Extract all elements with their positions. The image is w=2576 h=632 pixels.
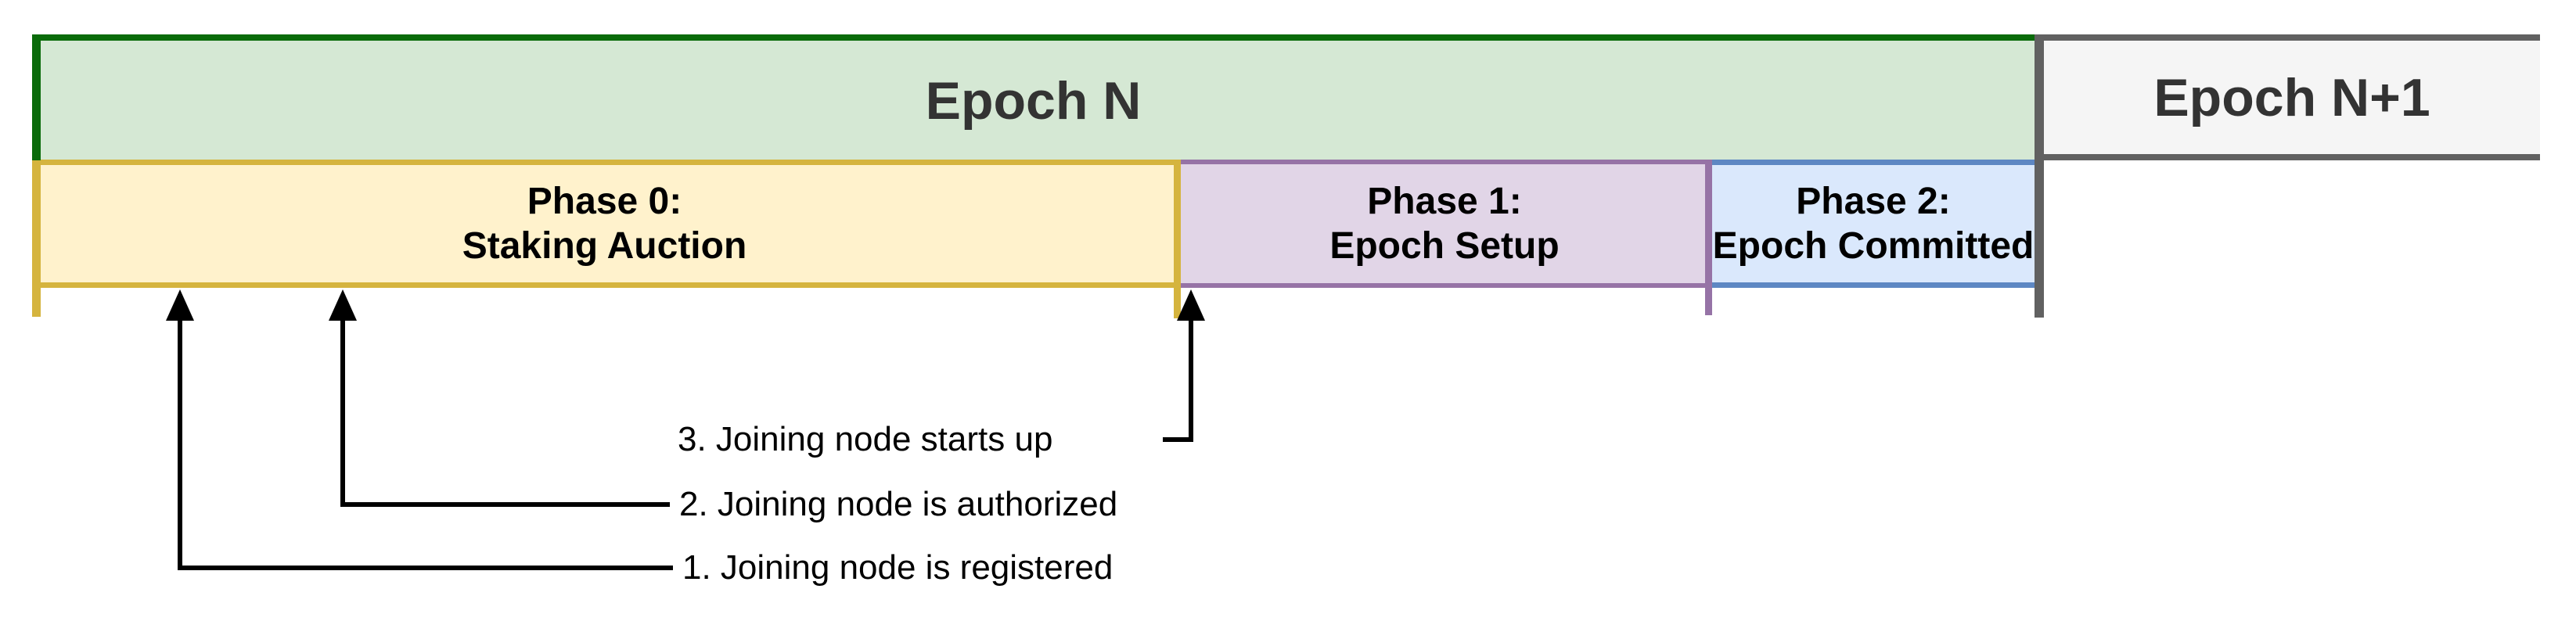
phase-0-title: Phase 0: bbox=[527, 181, 682, 222]
arrow-3-shaft bbox=[1189, 317, 1193, 442]
arrow-up-icon bbox=[166, 289, 194, 321]
annotation-starts-up-label: 3. Joining node starts up bbox=[678, 420, 1053, 458]
annotation-authorized-label: 2. Joining node is authorized bbox=[679, 485, 1118, 523]
arrow-1-connector-line bbox=[178, 566, 673, 570]
epoch-n-label: Epoch N bbox=[925, 70, 1142, 131]
phase-0-end-tick bbox=[1174, 160, 1181, 318]
phase-0-subtitle: Staking Auction bbox=[462, 225, 747, 267]
epoch-n-plus-1-bar: Epoch N+1 bbox=[2044, 34, 2540, 160]
arrow-up-icon bbox=[329, 289, 357, 321]
epoch-n-bar: Epoch N bbox=[32, 34, 2035, 160]
arrow-up-icon bbox=[1177, 289, 1205, 321]
arrow-2-shaft bbox=[340, 317, 345, 507]
phase-2-box: Phase 2: Epoch Committed bbox=[1712, 160, 2035, 288]
phase-1-end-tick bbox=[1705, 160, 1712, 315]
arrow-2-connector-line bbox=[340, 502, 670, 507]
phase-1-title: Phase 1: bbox=[1367, 181, 1522, 222]
epoch-boundary-divider bbox=[2035, 34, 2044, 318]
arrow-1-shaft bbox=[178, 317, 182, 570]
phase-1-subtitle: Epoch Setup bbox=[1329, 225, 1560, 267]
arrow-3-connector-line bbox=[1163, 437, 1193, 442]
phase-1-box: Phase 1: Epoch Setup bbox=[1181, 160, 1708, 288]
epoch-start-tick-green bbox=[32, 34, 41, 160]
epoch-start-tick-gold bbox=[32, 160, 41, 317]
annotation-registered-label: 1. Joining node is registered bbox=[682, 548, 1114, 587]
phase-2-subtitle: Epoch Committed bbox=[1712, 225, 2035, 267]
epoch-n-plus-1-label: Epoch N+1 bbox=[2153, 67, 2430, 127]
phase-2-title: Phase 2: bbox=[1796, 181, 1951, 222]
phase-0-box: Phase 0: Staking Auction bbox=[32, 160, 1177, 288]
